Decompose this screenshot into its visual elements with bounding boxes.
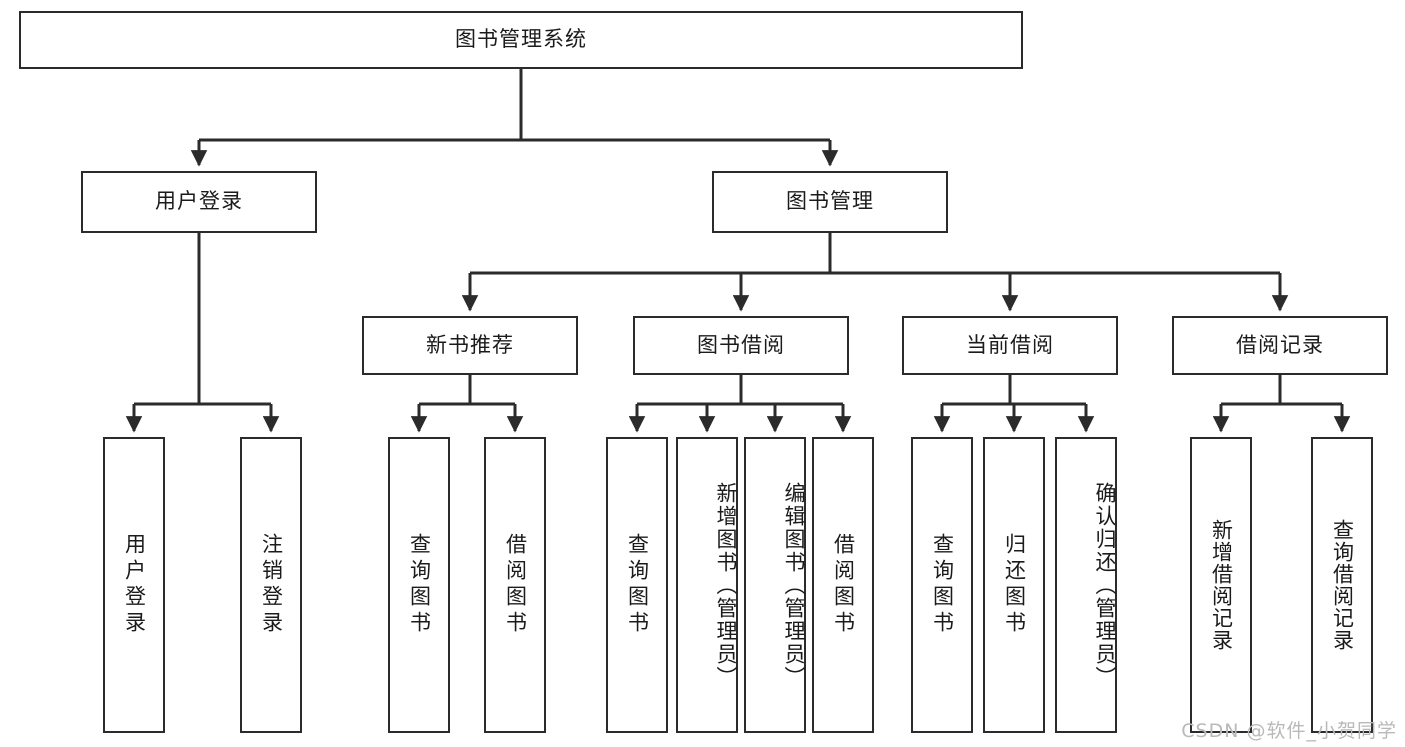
leaf-node-query-book-borrow[interactable]: 查询图书 xyxy=(606,437,668,733)
leaf-node-query-book-recommend[interactable]: 查询图书 xyxy=(388,437,450,733)
leaf-node-add-book-admin[interactable]: 新增图书（管理员） xyxy=(676,437,738,733)
leaf-node-query-book-current[interactable]: 查询图书 xyxy=(911,437,973,733)
node-current-borrow[interactable]: 当前借阅 xyxy=(902,316,1118,375)
leaf-node-add-borrow-record[interactable]: 新增借阅记录 xyxy=(1190,437,1252,733)
leaf-node-user-login[interactable]: 用户登录 xyxy=(103,437,165,733)
leaf-node-logout[interactable]: 注销登录 xyxy=(240,437,302,733)
leaf-node-borrow-book-recommend[interactable]: 借阅图书 xyxy=(484,437,546,733)
leaf-node-return-book[interactable]: 归还图书 xyxy=(983,437,1045,733)
leaf-node-confirm-return-admin[interactable]: 确认归还（管理员） xyxy=(1055,437,1117,733)
node-borrow-record[interactable]: 借阅记录 xyxy=(1172,316,1388,375)
leaf-node-query-borrow-record[interactable]: 查询借阅记录 xyxy=(1311,437,1373,733)
node-book-borrow[interactable]: 图书借阅 xyxy=(633,316,849,375)
node-book-management[interactable]: 图书管理 xyxy=(712,171,948,233)
leaf-node-edit-book-admin[interactable]: 编辑图书（管理员） xyxy=(744,437,806,733)
leaf-node-borrow-book[interactable]: 借阅图书 xyxy=(812,437,874,733)
node-new-book-recommend[interactable]: 新书推荐 xyxy=(362,316,578,375)
node-root-system[interactable]: 图书管理系统 xyxy=(19,11,1023,69)
watermark-text: CSDN @软件_小贺同学 xyxy=(1181,720,1397,742)
node-user-login[interactable]: 用户登录 xyxy=(81,171,317,233)
